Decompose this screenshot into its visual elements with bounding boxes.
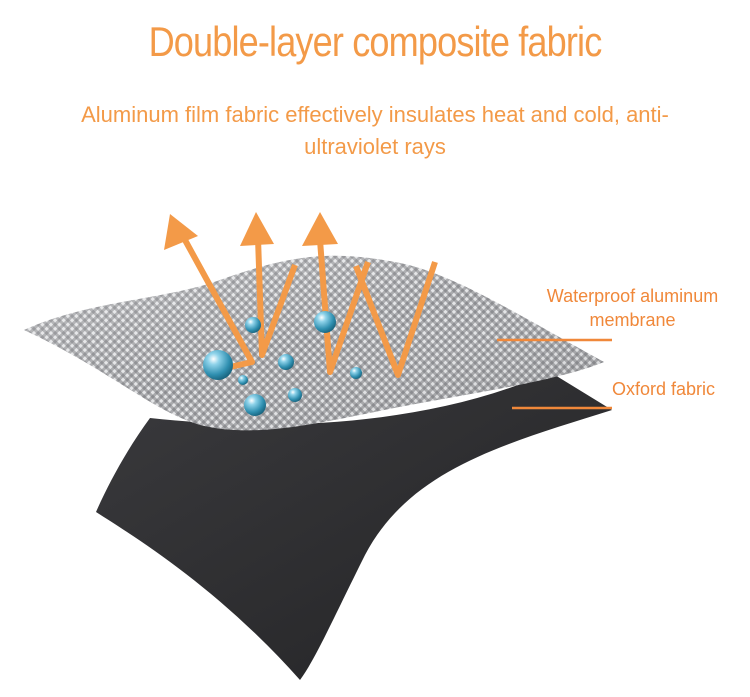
oxford-fabric-label: Oxford fabric <box>612 379 716 399</box>
droplet-icon <box>244 394 266 416</box>
aluminum-membrane-layer <box>24 255 604 431</box>
reflection-arrow-3 <box>317 239 371 375</box>
droplet-icon <box>278 354 294 370</box>
droplet-icon <box>203 350 233 380</box>
subtitle: Aluminum film fabric effectively insulat… <box>81 102 669 159</box>
arrowhead-1 <box>164 214 198 250</box>
membrane-label: Waterproof aluminum membrane <box>546 286 719 330</box>
arrowheads <box>164 212 338 250</box>
water-droplets <box>203 311 362 416</box>
reflection-ray-4 <box>353 261 438 378</box>
arrowhead-2 <box>240 212 274 246</box>
page-title: Double-layer composite fabric <box>148 18 603 65</box>
droplet-icon <box>288 388 302 402</box>
droplet-icon <box>245 317 261 333</box>
droplet-icon <box>238 375 248 385</box>
arrowhead-3 <box>302 212 338 246</box>
oxford-fabric-layer <box>96 372 612 680</box>
reflection-arrow-2 <box>255 237 298 358</box>
droplet-icon <box>314 311 336 333</box>
droplet-icon <box>350 367 362 379</box>
